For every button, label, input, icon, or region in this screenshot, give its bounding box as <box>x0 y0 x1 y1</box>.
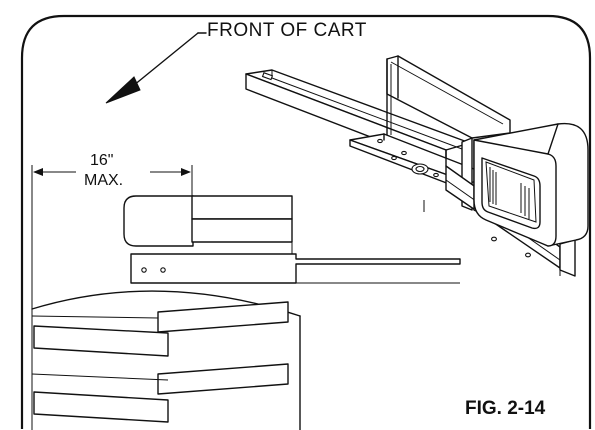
side-view-bumper <box>123 195 461 284</box>
cart-body <box>31 290 301 430</box>
front-of-cart-label: FRONT OF CART <box>207 20 367 41</box>
bracket-assembly <box>245 55 589 277</box>
dimension-note: MAX. <box>84 172 123 189</box>
figure-border <box>20 14 592 429</box>
dimension-16-max: 16" MAX. <box>31 152 193 430</box>
figure-number: FIG. 2-14 <box>465 398 546 419</box>
dimension-value: 16" <box>90 152 113 169</box>
front-direction-arrow <box>105 32 207 104</box>
